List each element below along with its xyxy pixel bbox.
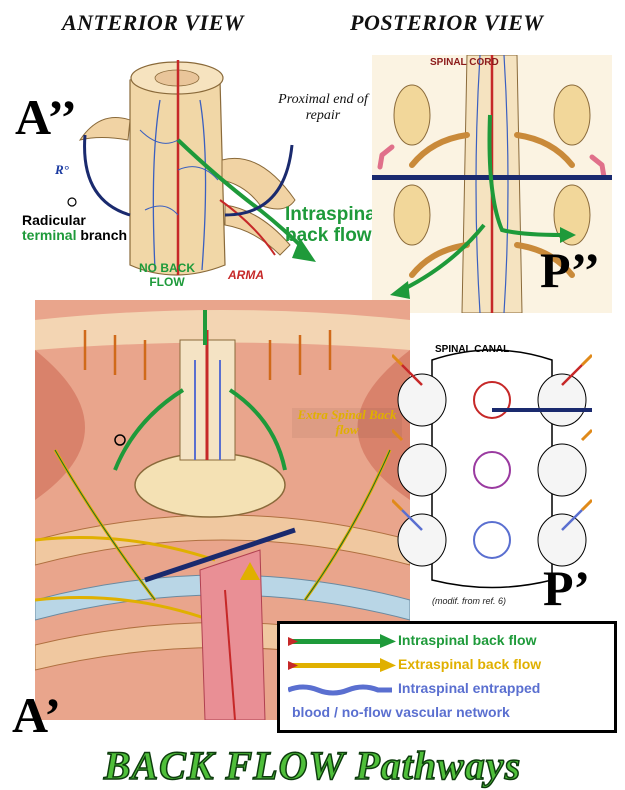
- legend-intraspinal-label: Intraspinal back flow: [398, 632, 536, 648]
- spinal-canal-label: SPINAL CANAL: [435, 344, 509, 355]
- terminal-branch-label: terminal branch: [22, 228, 127, 243]
- arma-label: ARMA: [228, 268, 264, 282]
- label-p-single-prime: P’: [543, 563, 590, 613]
- legend-extraspinal-label: Extraspinal back flow: [398, 656, 541, 672]
- legend-row-extraspinal: Extraspinal back flow: [280, 654, 614, 676]
- posterior-bottom-illustration: [392, 340, 592, 590]
- legend-box: Intraspinal back flow Extraspinal back f…: [277, 621, 617, 733]
- no-back-flow-label: NO BACK FLOW: [124, 262, 210, 290]
- label-p-double-prime: P’’: [540, 245, 600, 295]
- anterior-view-header: ANTERIOR VIEW: [62, 10, 244, 36]
- radicular-label: Radicular: [22, 213, 127, 228]
- legend-entrapped-label-2: blood / no-flow vascular network: [292, 704, 510, 720]
- label-a-single-prime: A’: [12, 690, 61, 740]
- footer-title: BACK FLOW Pathways: [0, 742, 625, 789]
- legend-row-intraspinal: Intraspinal back flow: [280, 630, 614, 652]
- branch-word: branch: [76, 227, 127, 243]
- green-arrow-icon: [288, 634, 396, 648]
- label-a-double-prime: A’’: [15, 92, 77, 142]
- credit-label: (modif. from ref. 6): [432, 596, 506, 606]
- yellow-arrow-icon: [288, 658, 396, 672]
- radicular-terminal-branch-label: Radicular terminal branch: [22, 213, 127, 244]
- anterior-top-illustration: [60, 40, 320, 290]
- blue-network-icon: [288, 682, 396, 696]
- spinal-cord-label: SPINAL CORD: [430, 57, 499, 68]
- legend-row-entrapped: Intraspinal entrapped: [280, 678, 614, 700]
- r-zero-label: R°: [55, 162, 69, 178]
- terminal-word: terminal: [22, 227, 76, 243]
- extra-spinal-backflow-label: Extra Spinal Back flow: [292, 408, 402, 438]
- proximal-end-label: Proximal end of repair: [268, 92, 378, 124]
- posterior-view-header: POSTERIOR VIEW: [350, 10, 543, 36]
- legend-entrapped-label-1: Intraspinal entrapped: [398, 680, 540, 696]
